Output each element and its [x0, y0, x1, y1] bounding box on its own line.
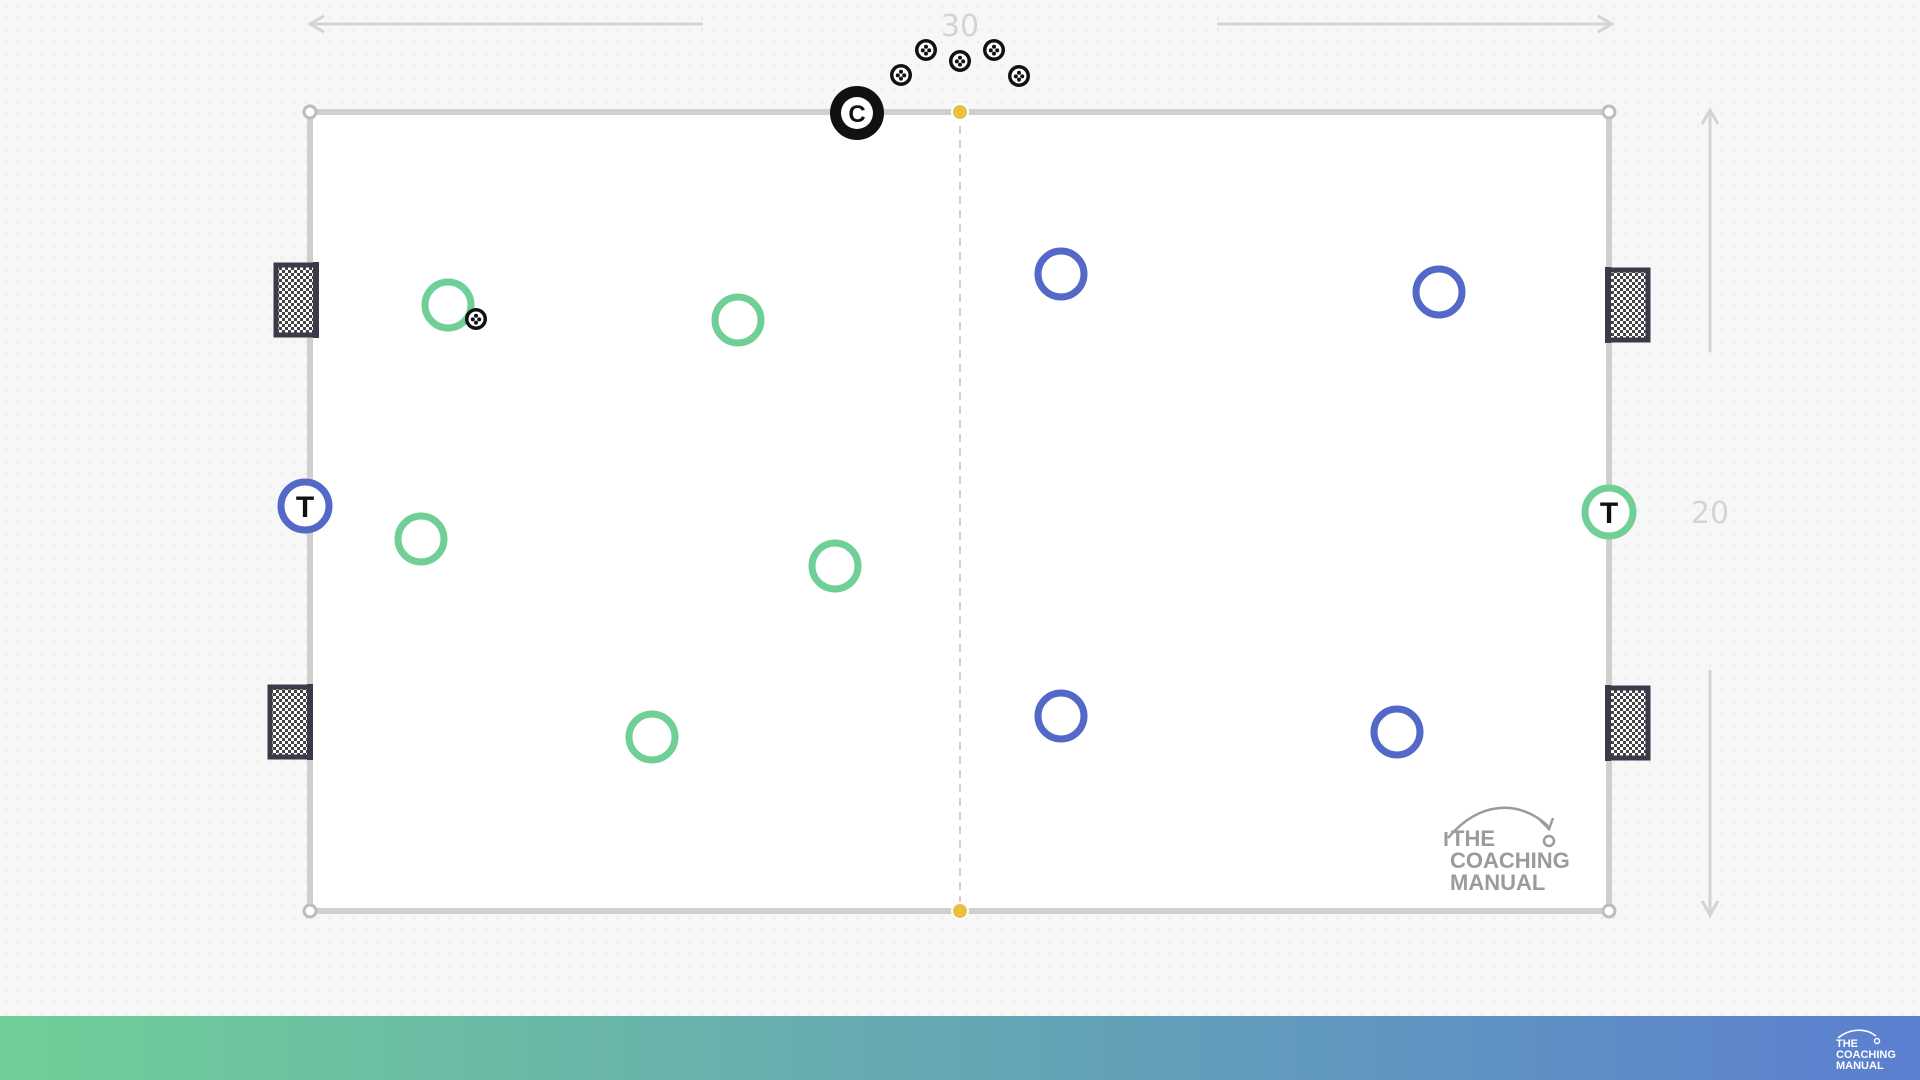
coach-label: C: [848, 101, 865, 128]
height-label: 20: [1691, 496, 1729, 531]
goal-icon: [1605, 685, 1651, 761]
logo-line-3: MANUAL: [1450, 870, 1545, 895]
soccer-ball-icon: [465, 308, 487, 330]
target-player-icon: T: [277, 478, 333, 534]
width-dimension: [306, 14, 1616, 34]
logo-line-2: COACHING: [1450, 848, 1570, 873]
footer-logo: THE COACHING MANUAL: [1836, 1029, 1896, 1072]
goal-icon: [1605, 267, 1651, 343]
target-label: T: [1600, 497, 1618, 530]
footer-logo-line-1: THE: [1836, 1038, 1858, 1050]
training-diagram: 30 20 T: [267, 9, 1729, 920]
blue-team: [1034, 247, 1466, 759]
logo-line-1: THE: [1451, 826, 1495, 851]
soccer-ball-icon: [890, 64, 912, 86]
soccer-ball-icon: [1008, 65, 1030, 87]
height-dimension: [1700, 106, 1720, 919]
soccer-ball-icon: [949, 50, 971, 72]
target-player-icon: T: [1581, 484, 1637, 540]
watermark-logo: THE COACHING MANUAL: [1444, 806, 1570, 895]
blue-player: [1412, 265, 1466, 319]
cone-icon: [951, 103, 969, 121]
green-player: [394, 512, 448, 566]
blue-player: [1034, 247, 1088, 301]
cone-icon: [951, 902, 969, 920]
ball-supply: [890, 39, 1030, 87]
green-player: [808, 539, 862, 593]
green-team: [394, 278, 862, 764]
green-player: [421, 278, 475, 332]
soccer-ball-icon: [983, 39, 1005, 61]
goal-icon: [267, 684, 313, 760]
blue-player: [1034, 689, 1088, 743]
corner-markers: [302, 104, 1617, 919]
footer-logo-line-2: COACHING: [1836, 1049, 1896, 1061]
coach-marker-icon: C: [830, 86, 884, 140]
blue-player: [1370, 705, 1424, 759]
width-label: 30: [941, 9, 979, 44]
target-label: T: [296, 491, 314, 524]
footer-bar: THE COACHING MANUAL: [0, 1016, 1920, 1080]
goal-icon: [273, 262, 319, 338]
green-player: [625, 710, 679, 764]
green-player: [711, 293, 765, 347]
soccer-ball-icon: [915, 39, 937, 61]
footer-logo-line-3: MANUAL: [1836, 1060, 1884, 1072]
